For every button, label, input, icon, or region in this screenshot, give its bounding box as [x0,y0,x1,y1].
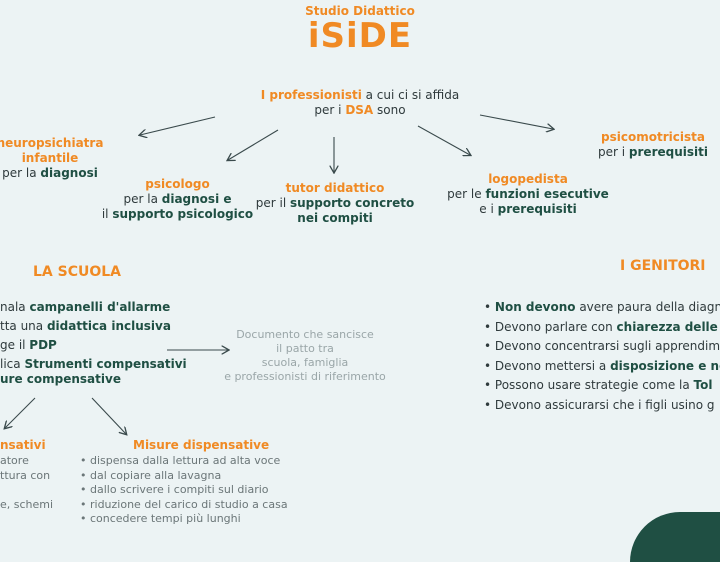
node-pre: per i [598,145,629,159]
dispensative-title: Misure dispensative [133,438,269,452]
scuola-item-2: ge il PDP [0,336,187,355]
node-logopedista: logopedista per le funzioni esecutive e … [442,172,614,217]
disp-item: • dispensa dalla lettura ad alta voce [80,454,288,469]
item-pre: • [484,300,495,314]
doc-line: scuola, famiglia [215,356,395,370]
doc-line: il patto tra [215,342,395,356]
pdp-document-note: Documento che sancisce il patto tra scuo… [215,328,395,384]
node-tutor-didattico: tutor didattico per il supporto concreto… [252,181,418,226]
item-pre: nala [0,300,29,314]
node-title: neuropsichiatra [0,136,120,151]
scuola-list: nala campanelli d'allarme tta una didatt… [0,298,187,387]
genitori-list: • Non devono avere paura della diagn • D… [484,298,720,415]
item-bold: didattica inclusiva [47,319,171,333]
node-bold: diagnosi e [162,192,232,206]
item-pre: tta una [0,319,47,333]
arrow-psicomotricista [480,115,553,129]
item-bold: Non devono [495,300,576,314]
compensativi-title: nsativi [0,438,46,452]
node-pre: per la [2,166,40,180]
arrow-dispensative [92,398,126,434]
item-bold: disposizione e no [610,359,720,373]
node-title: tutor didattico [252,181,418,196]
dispensative-list: • dispensa dalla lettura ad alta voce • … [80,454,288,527]
node-line3-bold: supporto psicologico [112,207,253,221]
node-title: psicologo [100,177,255,192]
arrow-compensativi [5,398,35,428]
arrow-neuro [140,117,215,135]
node-psicomotricista: psicomotricista per i prerequisiti [588,130,718,160]
scuola-item-1: tta una didattica inclusiva [0,317,187,336]
node-title: psicomotricista [588,130,718,145]
item-bold: ure compensative [0,372,121,386]
node-title2: infantile [0,151,120,166]
comp-item [0,483,53,498]
item-bold: Strumenti compensativi [24,357,186,371]
node-line3-bold: prerequisiti [498,202,577,216]
item-pre: • Devono concentrarsi sugli apprendim [484,339,720,353]
disp-item: • riduzione del carico di studio a casa [80,498,288,513]
node-title: logopedista [442,172,614,187]
genitori-item-2: • Devono concentrarsi sugli apprendim [484,337,720,357]
node-bold: prerequisiti [629,145,708,159]
item-pre: lica [0,357,24,371]
arrow-psicologo [228,130,278,160]
item-pre: • Devono mettersi a [484,359,610,373]
node-pre: per la [124,192,162,206]
item-bold: campanelli d'allarme [29,300,170,314]
genitori-item-0: • Non devono avere paura della diagn [484,298,720,318]
doc-line: Documento che sancisce [215,328,395,342]
genitori-item-1: • Devono parlare con chiarezza delle c [484,318,720,338]
item-pre: • Devono parlare con [484,320,617,334]
arrow-logopedista [418,126,470,155]
disp-item: • dallo scrivere i compiti sul diario [80,483,288,498]
item-bold: chiarezza delle c [617,320,720,334]
node-line3-bold: nei compiti [297,211,372,225]
scuola-item-3: lica Strumenti compensativi [0,357,187,372]
item-post: avere paura della diagn [576,300,720,314]
node-bold: supporto concreto [290,196,414,210]
item-pre: • Devono assicurarsi che i figli usino g [484,398,715,412]
node-pre: per il [256,196,290,210]
comp-item: e, schemi [0,498,53,513]
disp-item: • dal copiare alla lavagna [80,469,288,484]
item-pre: • Possono usare strategie come la [484,378,694,392]
doc-line: e professionisti di riferimento [215,370,395,384]
node-psicologo: psicologo per la diagnosi e il supporto … [100,177,255,222]
node-line3-pre: e i [479,202,497,216]
scuola-item-0: nala campanelli d'allarme [0,298,187,317]
scuola-item-4: ure compensative [0,372,187,387]
genitori-item-4: • Possono usare strategie come la Tol [484,376,720,396]
node-pre: per le [447,187,485,201]
node-line3-pre: il [102,207,112,221]
comp-item: atore [0,454,53,469]
genitori-heading: I GENITORI [620,258,706,274]
genitori-item-5: • Devono assicurarsi che i figli usino g [484,396,720,416]
node-bold: funzioni esecutive [485,187,608,201]
node-bold: diagnosi [40,166,97,180]
genitori-item-3: • Devono mettersi a disposizione e no [484,357,720,377]
comp-item: ttura con [0,469,53,484]
item-bold: Tol [694,378,713,392]
disp-item: • concedere tempi più lunghi [80,512,288,527]
node-neuropsichiatra: neuropsichiatra infantile per la diagnos… [0,136,120,181]
item-pre: ge il [0,338,29,352]
compensativi-list: atore ttura con e, schemi [0,454,53,512]
scuola-heading: LA SCUOLA [33,264,121,280]
item-bold: PDP [29,338,57,352]
